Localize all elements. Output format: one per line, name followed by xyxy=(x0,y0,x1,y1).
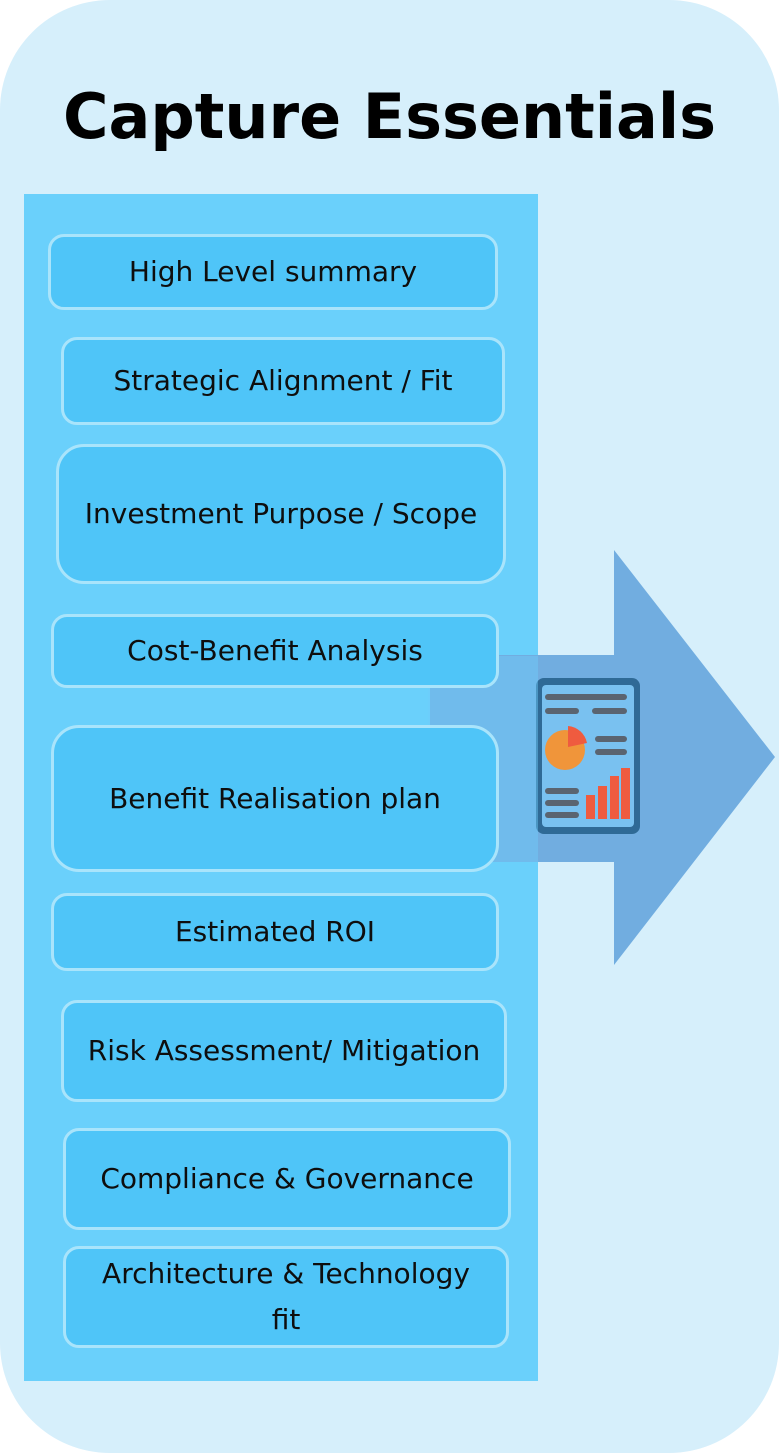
item-label: Risk Assessment/ Mitigation xyxy=(87,1034,481,1067)
item-strategic-alignment: Strategic Alignment / Fit xyxy=(61,337,505,425)
item-label: Architecture & Technology fit xyxy=(102,1257,470,1336)
item-high-level-summary: High Level summary xyxy=(48,234,498,310)
item-label: Investment Purpose / Scope xyxy=(84,497,478,530)
item-label: Benefit Realisation plan xyxy=(109,781,441,815)
item-label: Cost-Benefit Analysis xyxy=(127,634,423,667)
item-label: High Level summary xyxy=(128,255,418,288)
item-investment-purpose: Investment Purpose / Scope xyxy=(56,444,506,584)
item-benefit-realisation: Benefit Realisation plan xyxy=(51,725,499,872)
item-risk-assessment: Risk Assessment/ Mitigation xyxy=(61,1000,507,1102)
item-compliance-governance: Compliance & Governance xyxy=(63,1128,511,1230)
item-label: Estimated ROI xyxy=(174,915,376,948)
item-cost-benefit-analysis: Cost-Benefit Analysis xyxy=(51,614,499,688)
item-label: Compliance & Governance xyxy=(100,1162,474,1195)
item-architecture-technology: Architecture & Technology fit xyxy=(63,1246,509,1348)
item-label: Strategic Alignment / Fit xyxy=(113,364,453,397)
page-title: Capture Essentials xyxy=(63,80,716,153)
item-estimated-roi: Estimated ROI xyxy=(51,893,499,971)
